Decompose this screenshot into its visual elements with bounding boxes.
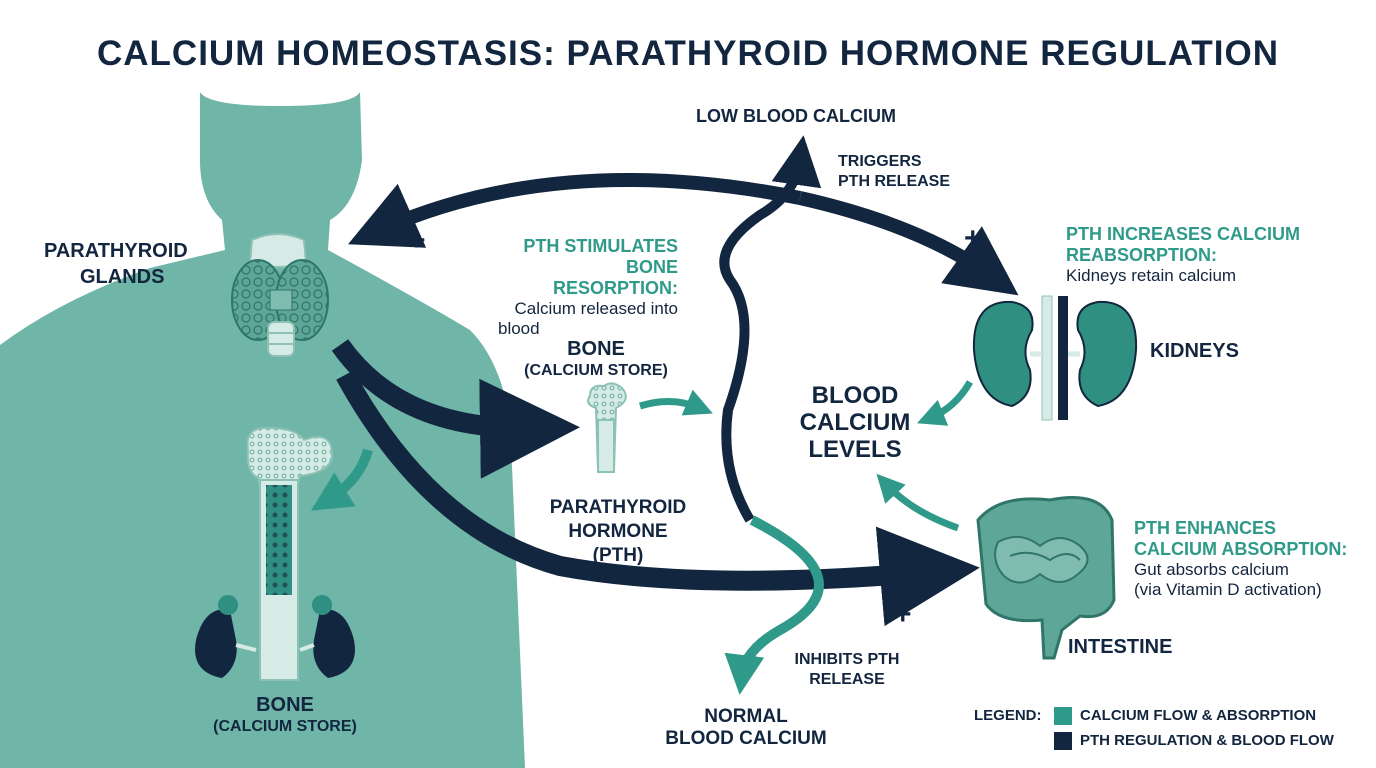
intestine-label: INTESTINE bbox=[1068, 636, 1173, 658]
kidney-annotation-heading-line1: PTH INCREASES CALCIUM bbox=[1066, 224, 1301, 244]
diagram-title: CALCIUM HOMEOSTASIS: PARATHYROID HORMONE… bbox=[97, 34, 1279, 73]
legend-title: LEGEND: bbox=[974, 707, 1042, 724]
inhibits-label: INHIBITS PTH RELEASE bbox=[772, 650, 922, 690]
intestine-annotation-body-line1: Gut absorbs calcium bbox=[1134, 560, 1289, 579]
bone-annotation-body-line1: Calcium released into bbox=[514, 299, 678, 318]
kidneys-icon bbox=[972, 295, 1138, 421]
blood-calcium-line1: BLOOD bbox=[811, 382, 899, 409]
signal-to-glands-arrow bbox=[348, 173, 802, 248]
pth-to-bone-arrow bbox=[331, 339, 580, 479]
pth-label-line2: HORMONE bbox=[568, 521, 668, 542]
legend-swatch-pth bbox=[1054, 732, 1072, 750]
parathyroid-glands-label: PARATHYROID GLANDS bbox=[44, 238, 188, 290]
signal-to-kidneys-arrow bbox=[798, 191, 1019, 296]
blood-calcium-path-lower bbox=[724, 515, 824, 695]
kidney-to-blood-arrow bbox=[917, 380, 974, 426]
legend-swatch-calcium bbox=[1054, 707, 1072, 725]
intestine-annotation-heading-line2: CALCIUM ABSORPTION: bbox=[1134, 539, 1348, 559]
bone-left-label-line2: (CALCIUM STORE) bbox=[213, 718, 357, 735]
triggers-label-line2: PTH RELEASE bbox=[838, 173, 951, 190]
pth-label-line1: PARATHYROID bbox=[549, 497, 687, 518]
kidneys-label: KIDNEYS bbox=[1150, 340, 1239, 362]
blood-calcium-line2: CALCIUM bbox=[799, 409, 911, 436]
intestine-to-blood-arrow bbox=[876, 473, 960, 532]
blood-calcium-line3: LEVELS bbox=[808, 436, 902, 463]
parathyroid-glands-label-line1: PARATHYROID bbox=[44, 240, 188, 262]
legend-item-pth: PTH REGULATION & BLOOD FLOW bbox=[1080, 732, 1334, 749]
plus-sign-intestine: + bbox=[894, 598, 912, 631]
parathyroid-glands-icon bbox=[231, 233, 329, 357]
bone-annotation: PTH STIMULATES BONE RESORPTION: Calcium … bbox=[498, 236, 678, 339]
inhibits-label-line1: INHIBITS PTH bbox=[794, 651, 900, 668]
legend-item-calcium: CALCIUM FLOW & ABSORPTION bbox=[1080, 707, 1317, 724]
plus-sign-glands: + bbox=[408, 224, 426, 257]
intestine-annotation-heading-line1: PTH ENHANCES bbox=[1134, 518, 1277, 538]
bone-left-label: BONE (CALCIUM STORE) bbox=[196, 694, 374, 738]
pth-label: PARATHYROID HORMONE (PTH) bbox=[528, 496, 708, 568]
blood-calcium-path-upper bbox=[719, 135, 822, 523]
plus-sign-bone: + bbox=[506, 390, 524, 423]
bone-annotation-heading-line2: BONE RESORPTION: bbox=[552, 257, 678, 298]
bone-right-label: BONE (CALCIUM STORE) bbox=[508, 338, 684, 382]
pth-to-intestine-arrow bbox=[336, 370, 980, 627]
bone-annotation-heading-line1: PTH STIMULATES bbox=[523, 236, 678, 256]
bone-annotation-body-line2: blood bbox=[498, 319, 540, 338]
body-kidneys-icon bbox=[195, 595, 355, 678]
kidney-annotation: PTH INCREASES CALCIUM REABSORPTION: Kidn… bbox=[1066, 224, 1300, 286]
plus-sign-kidneys: + bbox=[964, 222, 982, 255]
inhibits-label-line2: RELEASE bbox=[809, 671, 885, 688]
kidney-annotation-heading-line2: REABSORPTION: bbox=[1066, 245, 1218, 265]
small-bone-icon bbox=[587, 382, 627, 473]
low-blood-calcium-label: LOW BLOOD CALCIUM bbox=[696, 106, 896, 126]
body-calcium-arrow bbox=[311, 448, 373, 511]
bone-right-label-line2: (CALCIUM STORE) bbox=[524, 362, 668, 379]
intestine-annotation-body-line2: (via Vitamin D activation) bbox=[1134, 580, 1322, 599]
normal-blood-calcium-line2: BLOOD CALCIUM bbox=[665, 728, 827, 749]
triggers-label-line1: TRIGGERS bbox=[838, 153, 922, 170]
triggers-label: TRIGGERS PTH RELEASE bbox=[838, 152, 950, 192]
intestine-annotation: PTH ENHANCES CALCIUM ABSORPTION: Gut abs… bbox=[1134, 518, 1347, 600]
bone-right-label-line1: BONE bbox=[567, 338, 625, 360]
femur-bone-icon bbox=[246, 426, 334, 681]
bone-to-blood-arrow bbox=[638, 389, 713, 416]
intestine-icon bbox=[976, 496, 1116, 660]
pth-label-line3: (PTH) bbox=[592, 545, 644, 566]
normal-blood-calcium-label: NORMAL BLOOD CALCIUM bbox=[646, 706, 846, 750]
kidney-annotation-body-line1: Kidneys retain calcium bbox=[1066, 266, 1237, 285]
parathyroid-glands-label-line2: GLANDS bbox=[80, 266, 165, 288]
bone-left-label-line1: BONE bbox=[256, 694, 314, 716]
normal-blood-calcium-line1: NORMAL bbox=[704, 706, 788, 727]
blood-calcium-levels-label: BLOOD CALCIUM LEVELS bbox=[770, 382, 940, 463]
